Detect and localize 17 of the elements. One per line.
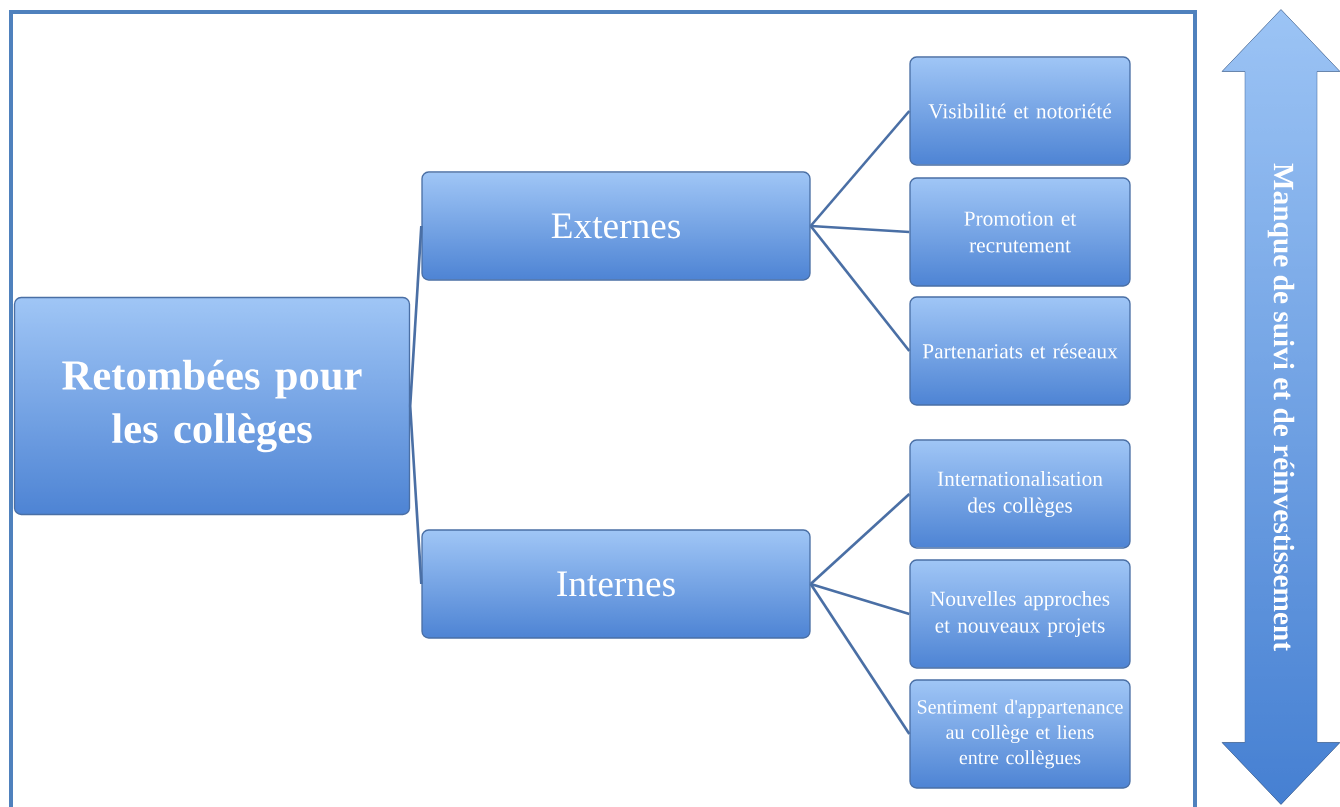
- connector-line: [810, 224, 910, 234]
- connector-line: [809, 225, 911, 352]
- outcome-box: Nouvelles approches et nouveaux projets: [909, 559, 1131, 669]
- connector-line: [408, 225, 423, 407]
- outcome-box: Visibilité et notoriété: [909, 56, 1131, 166]
- connector-line: [809, 583, 911, 735]
- outcome-box: Promotion et recrutement: [909, 177, 1131, 287]
- connector-line: [809, 110, 911, 227]
- outcome-box: Sentiment d'appartenance au collège et liens entre collègues: [909, 679, 1131, 789]
- outcome-box: Partenariats et réseaux: [909, 296, 1131, 406]
- outcome-box: Internationalisation des collèges: [909, 439, 1131, 549]
- category-box: Externes: [421, 171, 811, 281]
- root-box: Retombées pour les collèges: [13, 296, 411, 516]
- connector-line: [810, 582, 910, 616]
- connector-line: [408, 405, 423, 585]
- connector-line: [809, 493, 911, 585]
- category-box: Internes: [421, 529, 811, 639]
